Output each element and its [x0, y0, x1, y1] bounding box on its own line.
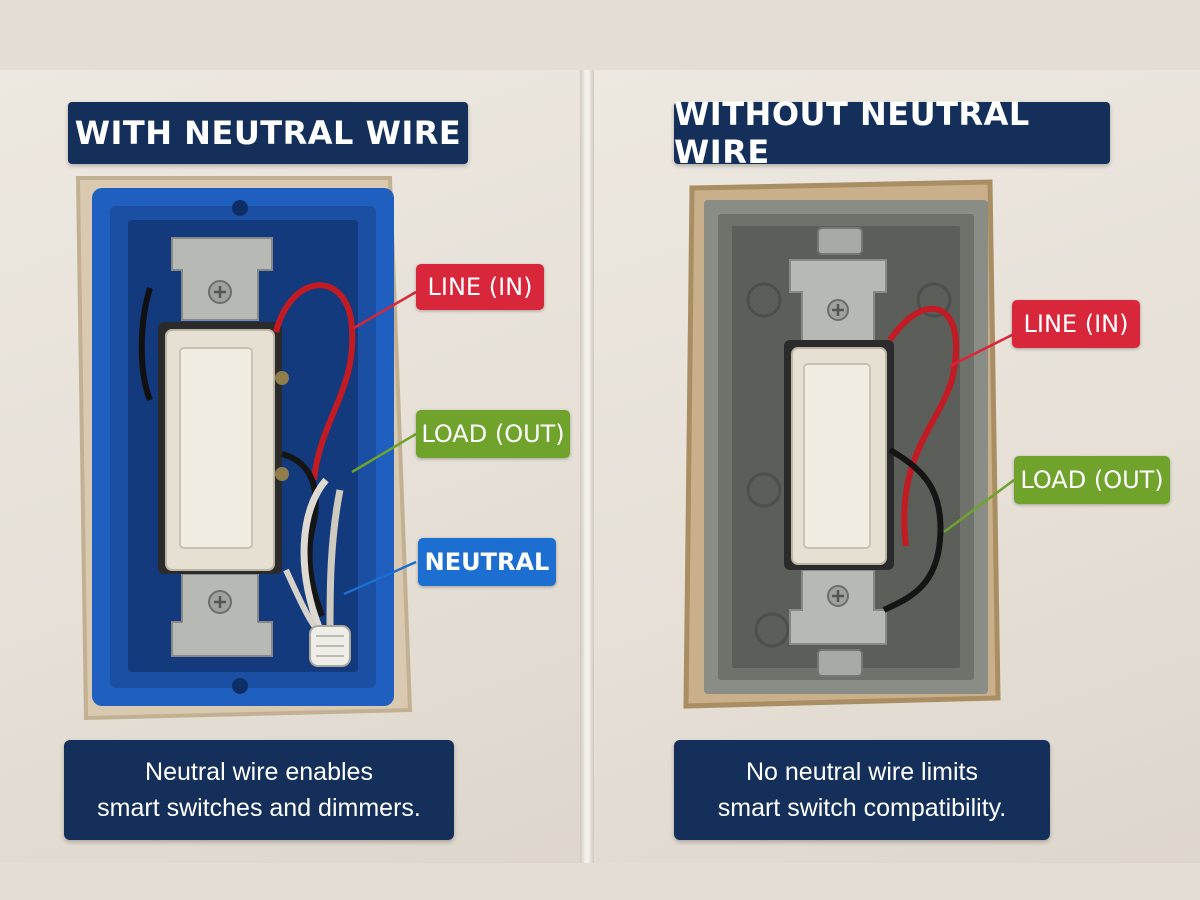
without-neutral-panel: WITHOUT NEUTRAL WIRE LINE (IN) LOAD (OUT… [594, 70, 1200, 863]
switch-toggle [179, 347, 253, 549]
top-mounting-strap [171, 237, 273, 321]
caption-line-2: smart switches and dimmers. [97, 794, 421, 822]
line-in-label: LINE (IN) [416, 264, 544, 310]
line-leader [949, 332, 1015, 368]
bottom-mounting-strap [171, 573, 273, 657]
plastic-switch-box-illustration [75, 176, 417, 721]
load-out-label: LOAD (OUT) [416, 410, 570, 458]
line-wire-red [887, 305, 960, 547]
load-wire-black [882, 447, 944, 613]
line-in-label: LINE (IN) [1012, 300, 1140, 348]
metal-switch-box-illustration [683, 179, 1015, 709]
load-leader [351, 432, 417, 474]
caption-line-1: No neutral wire limits [745, 758, 978, 786]
load-out-label: LOAD (OUT) [1014, 456, 1170, 504]
switch-toggle [803, 363, 871, 549]
neutral-wire-white [300, 477, 329, 632]
load-leader [943, 478, 1015, 534]
caption-box: No neutral wire limits smart switch comp… [674, 740, 1050, 840]
neutral-label: NEUTRAL [418, 538, 556, 586]
line-wire-red [273, 282, 356, 481]
caption-line-2: smart switch compatibility. [717, 794, 1007, 822]
with-neutral-panel: WITH NEUTRAL WIRE LINE (IN) LOAD (OUT) N… [0, 70, 580, 863]
caption-line-1: Neutral wire enables [145, 758, 373, 786]
caption-box: Neutral wire enables smart switches and … [64, 740, 454, 840]
neutral-leader [343, 560, 417, 596]
panel-title: WITH NEUTRAL WIRE [68, 102, 468, 164]
panel-divider [580, 70, 594, 863]
load-wire-black [281, 451, 325, 618]
line-leader [353, 290, 417, 330]
panel-title: WITHOUT NEUTRAL WIRE [674, 95, 1110, 171]
